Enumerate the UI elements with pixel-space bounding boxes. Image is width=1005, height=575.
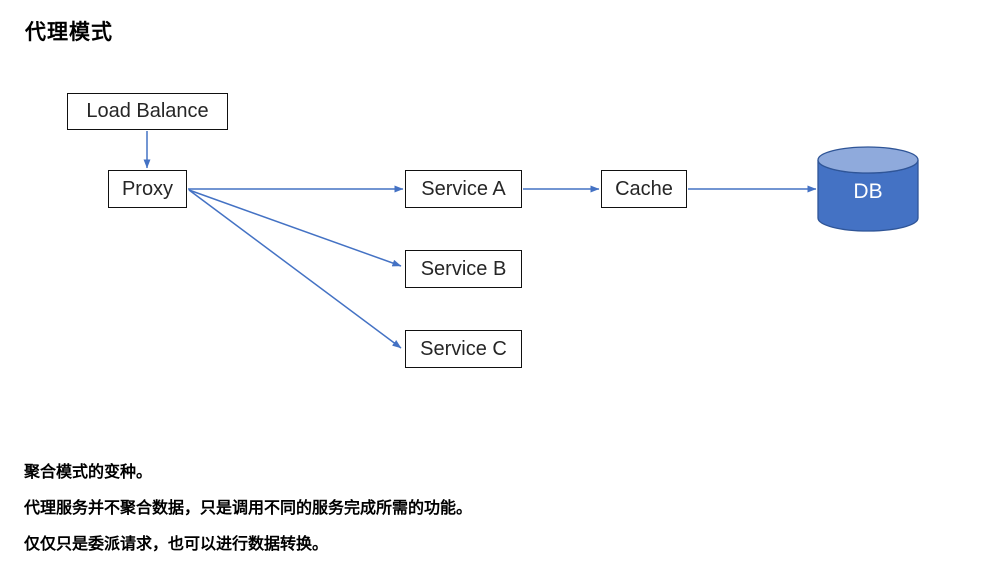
db-label: DB bbox=[853, 180, 882, 203]
node-service-c: Service C bbox=[405, 330, 522, 368]
node-load-balance: Load Balance bbox=[67, 93, 228, 130]
db-cylinder-top bbox=[817, 146, 919, 174]
node-service-a-label: Service A bbox=[421, 177, 506, 200]
node-proxy-label: Proxy bbox=[121, 177, 174, 200]
node-service-b-label: Service B bbox=[420, 257, 507, 280]
page-title: 代理模式 bbox=[25, 21, 113, 44]
db-cylinder-shape: DB bbox=[817, 146, 919, 232]
node-cache-label: Cache bbox=[615, 177, 673, 200]
note-line: 代理服务并不聚合数据，只是调用不同的服务完成所需的功能。 bbox=[24, 500, 473, 517]
notes-block: 聚合模式的变种。 代理服务并不聚合数据，只是调用不同的服务完成所需的功能。 仅仅… bbox=[24, 455, 472, 563]
note-line: 仅仅只是委派请求，也可以进行数据转换。 bbox=[24, 536, 329, 553]
node-service-c-label: Service C bbox=[420, 337, 507, 360]
node-cache: Cache bbox=[601, 170, 687, 208]
arrow-proxy-to-service-b bbox=[188, 189, 402, 267]
note-line: 聚合模式的变种。 bbox=[24, 464, 153, 481]
node-proxy: Proxy bbox=[108, 170, 187, 208]
node-load-balance-label: Load Balance bbox=[86, 100, 209, 122]
node-service-b: Service B bbox=[405, 250, 522, 288]
arrow-proxy-to-service-c bbox=[188, 189, 402, 349]
node-service-a: Service A bbox=[405, 170, 522, 208]
